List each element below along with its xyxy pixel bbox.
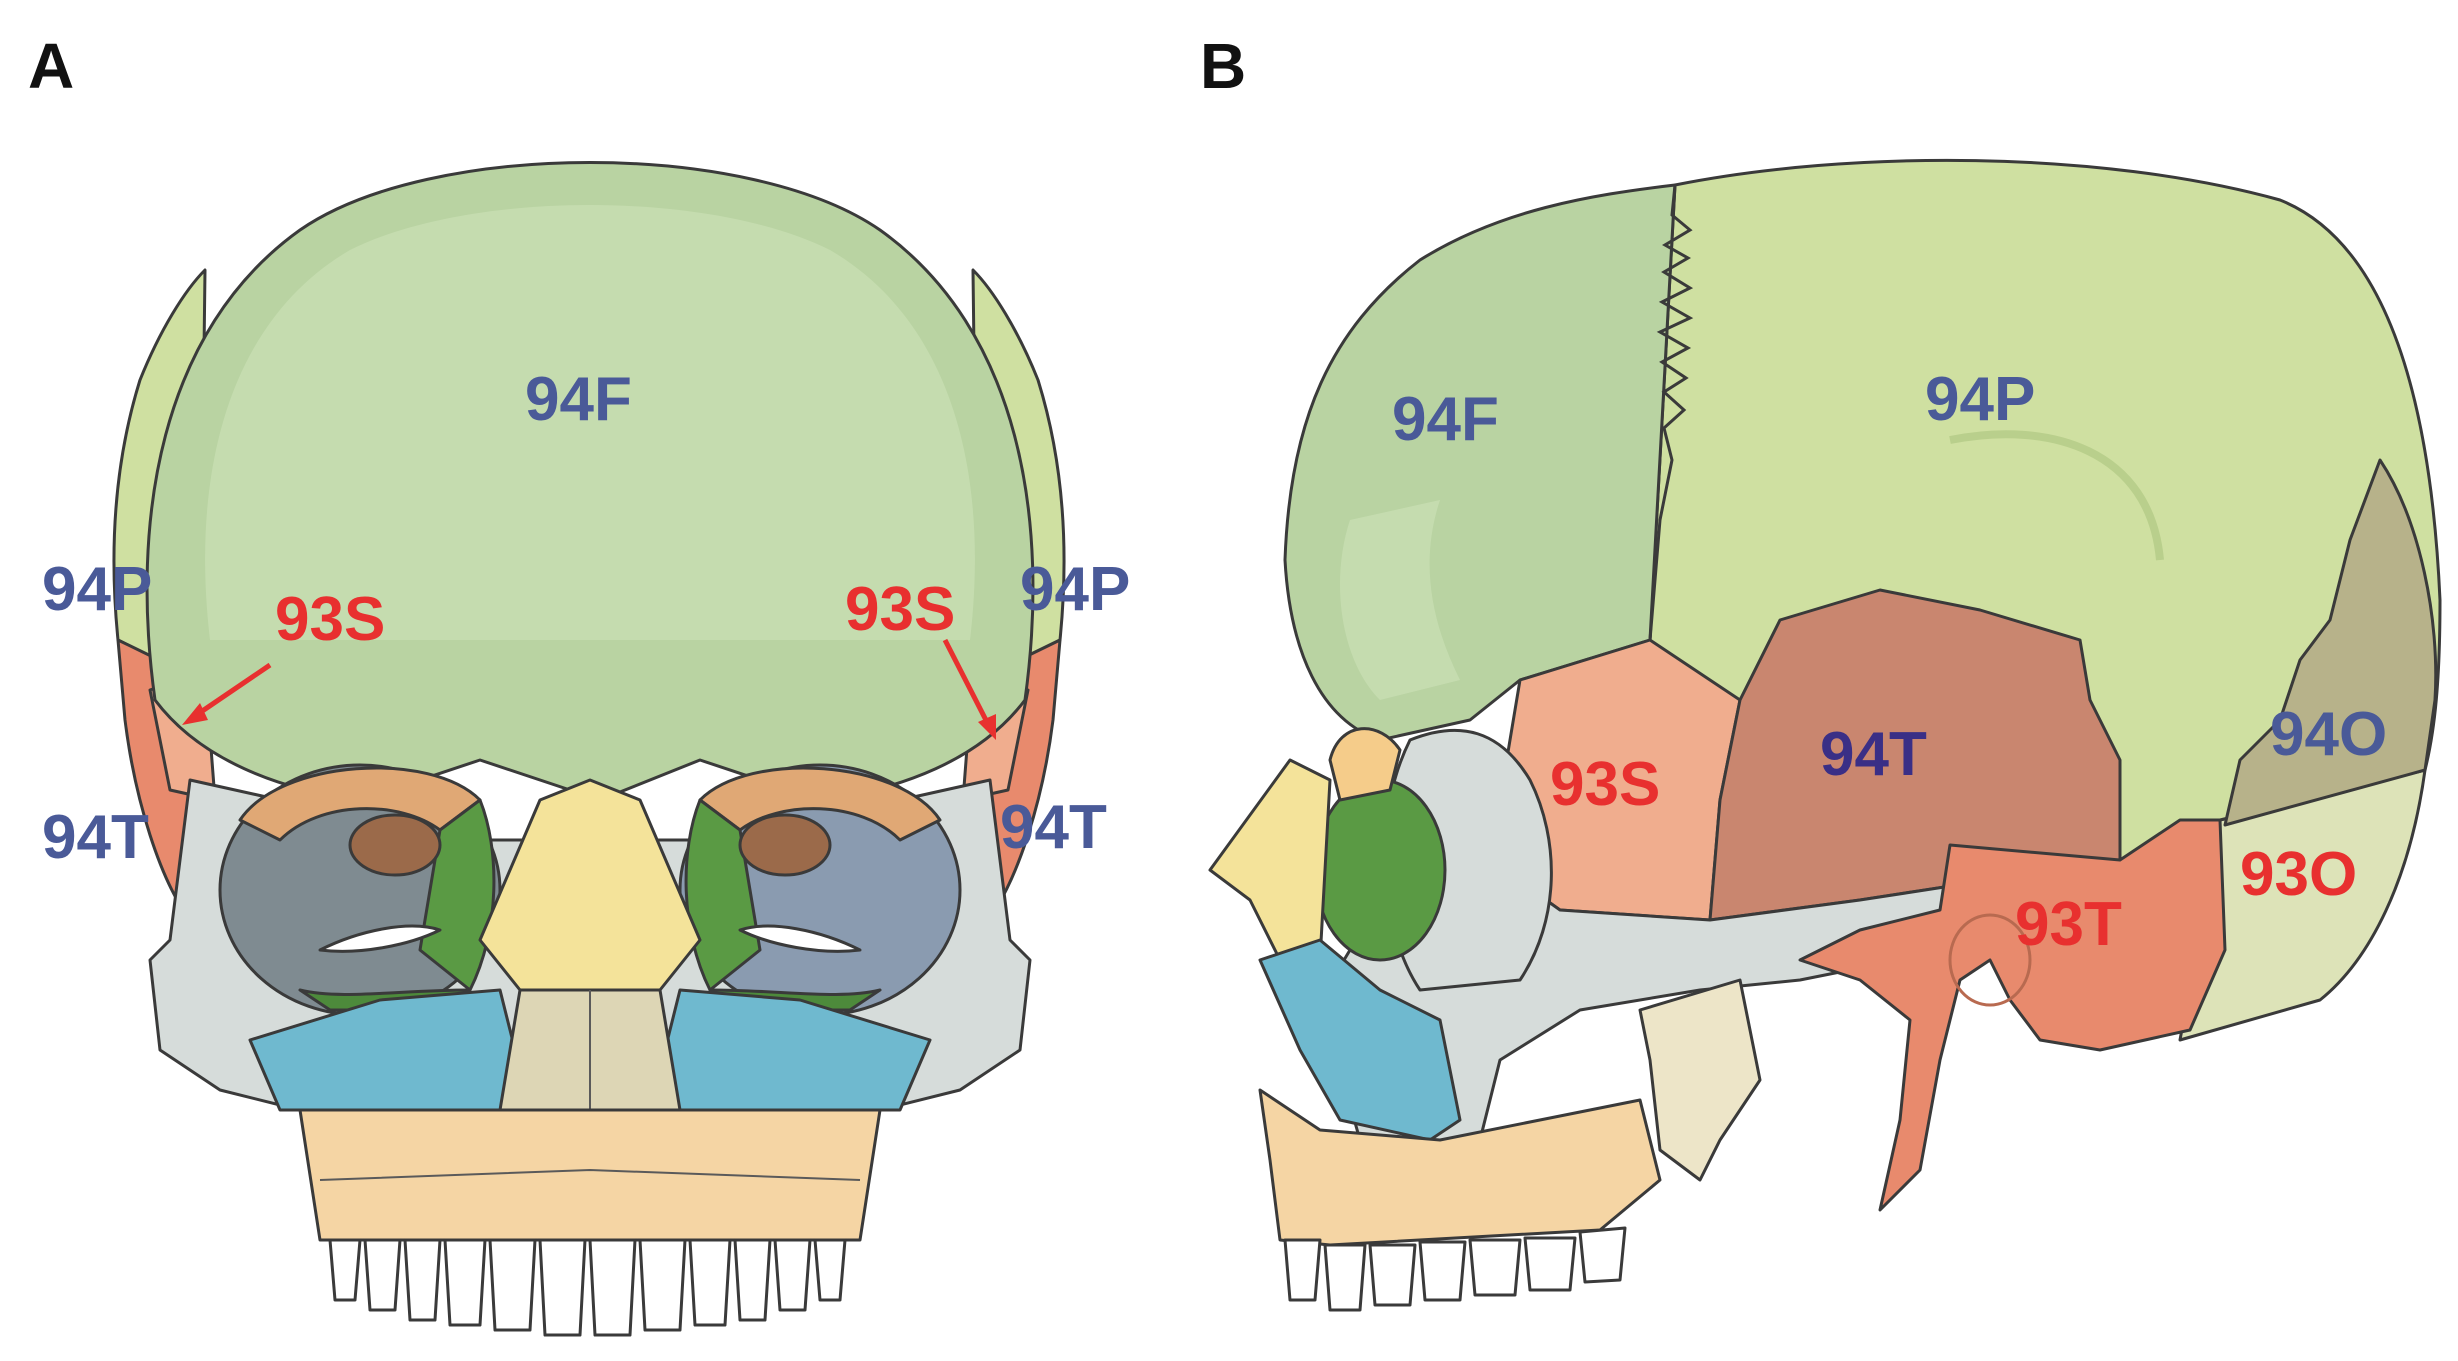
teeth-lateral [1283, 1226, 1627, 1312]
arrow-right-93s [942, 638, 996, 740]
label-b-93o: 93O [2240, 840, 2357, 909]
occipital-lower-bone [2178, 768, 2427, 1042]
frontal-highlight [205, 205, 975, 640]
maxilla-lateral [1258, 1088, 1662, 1247]
panel-b: B [1200, 30, 2442, 1312]
lacrimal-left [348, 813, 442, 877]
ear-canal [1948, 913, 2032, 1007]
label-b-93t: 93T [2015, 890, 2122, 959]
label-b-94o: 94O [2270, 700, 2387, 769]
label-a-94t-left: 94T [42, 803, 149, 872]
temporal-lower-bone [1798, 818, 2227, 1212]
nasal-bone [478, 778, 702, 992]
label-a-94t-right: 94T [1000, 793, 1107, 862]
occipital-upper-bone [2223, 458, 2438, 827]
arrow-left-93s [182, 662, 272, 725]
label-a-94p-right: 94P [1020, 555, 1130, 624]
label-a-93s-right: 93S [845, 575, 955, 644]
orbital-fissure-right [738, 924, 862, 953]
orbit-yellow-lateral [1328, 727, 1402, 802]
label-b-94t: 94T [1820, 720, 1927, 789]
maxilla-line [319, 1168, 861, 1181]
label-a-94p-left: 94P [42, 555, 152, 624]
nasal-bone-lateral [1208, 758, 1332, 962]
styloid-region [1638, 978, 1762, 1182]
panel-a-letter: A [28, 30, 74, 102]
zygomatic-lateral [1258, 938, 1462, 1142]
orbit-green-lateral [1313, 778, 1447, 962]
panel-a: A [28, 30, 1130, 1337]
frontal-brow-lateral [1340, 500, 1460, 700]
orbital-fissure-left [318, 924, 442, 953]
lacrimal-right [738, 813, 832, 877]
label-a-93s-left: 93S [275, 585, 385, 654]
parietal-highlight [1949, 430, 2164, 561]
coronal-suture [1648, 184, 1694, 641]
label-b-93s: 93S [1550, 750, 1660, 819]
label-b-94p: 94P [1925, 365, 2035, 434]
label-a-94f: 94F [525, 365, 632, 434]
panel-b-letter: B [1200, 30, 1246, 102]
label-b-94f: 94F [1392, 385, 1499, 454]
teeth-upper [328, 1238, 847, 1337]
maxilla [298, 1108, 882, 1242]
